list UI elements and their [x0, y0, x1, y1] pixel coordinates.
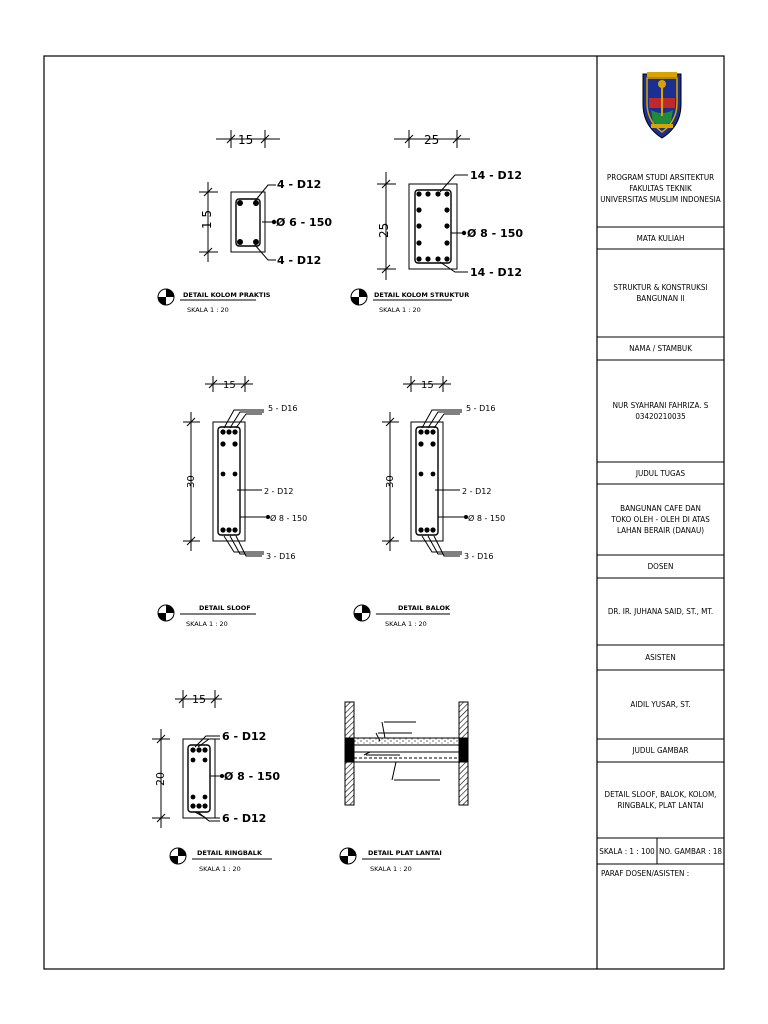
program-name: PROGRAM STUDI ARSITEKTUR [606, 172, 715, 182]
sloof-top-label: 5 - D16 [268, 404, 297, 413]
section-marker-kolom-struktur [350, 288, 452, 306]
ks-scale: SKALA 1 : 20 [379, 306, 421, 314]
ringbalk-bottom-label: 6 - D12 [222, 812, 266, 825]
section-marker-balok [353, 604, 450, 622]
ks-top-label: 14 - D12 [470, 169, 522, 182]
sloof-width: 15 [223, 380, 236, 391]
plat-scale: SKALA 1 : 20 [370, 865, 412, 873]
name-label: NAMA / STAMBUK [629, 344, 692, 353]
kp-top-label: 4 - D12 [277, 178, 321, 191]
scale-cell: SKALA : 1 : 100 [599, 846, 655, 856]
sloof-scale: SKALA 1 : 20 [186, 620, 228, 628]
ringbalk-bars [190, 747, 224, 809]
assistant-value: AIDIL YUSAR, ST. [630, 700, 691, 709]
balok-scale: SKALA 1 : 20 [385, 620, 427, 628]
ringbalk-stirrup-label: Ø 8 - 150 [224, 770, 280, 783]
kp-stirrup-label: Ø 6 - 150 [276, 216, 332, 229]
balok-stirrup-label: Ø 8 - 150 [468, 513, 505, 523]
section-marker-ringbalk [169, 847, 272, 865]
sheet-border [43, 55, 725, 970]
sloof-bars [220, 429, 270, 533]
ringbalk-height: 20 [154, 772, 167, 786]
ks-height: 25 [377, 223, 391, 238]
sheet-number-cell: NO. GAMBAR : 18 [658, 846, 722, 856]
school-info: PROGRAM STUDI ARSITEKTUR FAKULTAS TEKNIK… [597, 160, 724, 216]
ringbalk-detail [152, 690, 222, 828]
student-id: 03420210035 [635, 412, 686, 421]
assistant-label: ASISTEN [645, 653, 676, 662]
ringbalk-width: 15 [192, 693, 206, 706]
balok-title: DETAIL BALOK [398, 604, 451, 612]
drawing-label: JUDUL GAMBAR [632, 746, 689, 755]
ks-bottom-label: 14 - D12 [470, 266, 522, 279]
section-marker-kolom-praktis [157, 288, 256, 306]
kolom-praktis-detail [199, 130, 280, 262]
balok-bars [418, 429, 468, 533]
plat-title: DETAIL PLAT LANTAI [368, 849, 442, 857]
ringbalk-scale: SKALA 1 : 20 [199, 865, 241, 873]
lecturer-label: DOSEN [647, 562, 674, 571]
kp-width: 15 [238, 133, 253, 147]
plat-lantai-detail [344, 701, 469, 806]
name-value: NUR SYAHRANI FAHRIZA. S 03420210035 [597, 360, 724, 462]
ks-title: DETAIL KOLOM STRUKTUR [374, 291, 469, 299]
ks-stirrup-label: Ø 8 - 150 [467, 227, 523, 240]
lecturer-value: DR. IR. JUHANA SAID, ST., MT. [607, 607, 714, 616]
balok-height: 30 [385, 475, 396, 488]
section-marker-sloof [157, 604, 256, 622]
kolom-praktis-bars [237, 200, 277, 245]
kp-scale: SKALA 1 : 20 [187, 306, 229, 314]
sloof-detail [183, 376, 266, 557]
balok-middle-label: 2 - D12 [462, 487, 491, 496]
sloof-middle-label: 2 - D12 [264, 487, 293, 496]
ringbalk-top-label: 6 - D12 [222, 730, 266, 743]
student-name: NUR SYAHRANI FAHRIZA. S [612, 401, 709, 410]
kp-bottom-label: 4 - D12 [277, 254, 321, 267]
ringbalk-title: DETAIL RINGBALK [197, 849, 263, 857]
sloof-title: DETAIL SLOOF [199, 604, 251, 612]
balok-detail [382, 376, 464, 557]
sloof-stirrup-label: Ø 8 - 150 [270, 513, 307, 523]
kolom-struktur-detail [377, 130, 470, 280]
title-block-grid [597, 226, 724, 865]
sloof-height: 30 [186, 475, 197, 488]
course-value: STRUKTUR & KONSTRUKSI BANGUNAN II [613, 283, 708, 303]
kp-height: 1 5 [200, 210, 214, 229]
balok-bottom-label: 3 - D16 [464, 552, 493, 561]
task-label: JUDUL TUGAS [635, 468, 686, 478]
task-value: BANGUNAN CAFE DAN TOKO OLEH - OLEH DI AT… [611, 504, 710, 535]
kp-title: DETAIL KOLOM PRAKTIS [183, 291, 271, 299]
signature-label: PARAF DOSEN/ASISTEN : [601, 868, 690, 878]
section-marker-plat-lantai [339, 847, 440, 865]
drawing-value: DETAIL SLOOF, BALOK, KOLOM, RINGBALK, PL… [604, 790, 717, 810]
balok-width: 15 [421, 380, 434, 391]
kolom-struktur-bars [416, 191, 467, 262]
sloof-bottom-label: 3 - D16 [266, 552, 295, 561]
university-name: UNIVERSITAS MUSLIM INDONESIA [600, 194, 721, 204]
faculty-name: FAKULTAS TEKNIK [629, 183, 692, 193]
university-logo [642, 72, 682, 139]
balok-top-label: 5 - D16 [466, 404, 495, 413]
course-label: MATA KULIAH [636, 233, 685, 243]
ks-width: 25 [424, 133, 439, 147]
